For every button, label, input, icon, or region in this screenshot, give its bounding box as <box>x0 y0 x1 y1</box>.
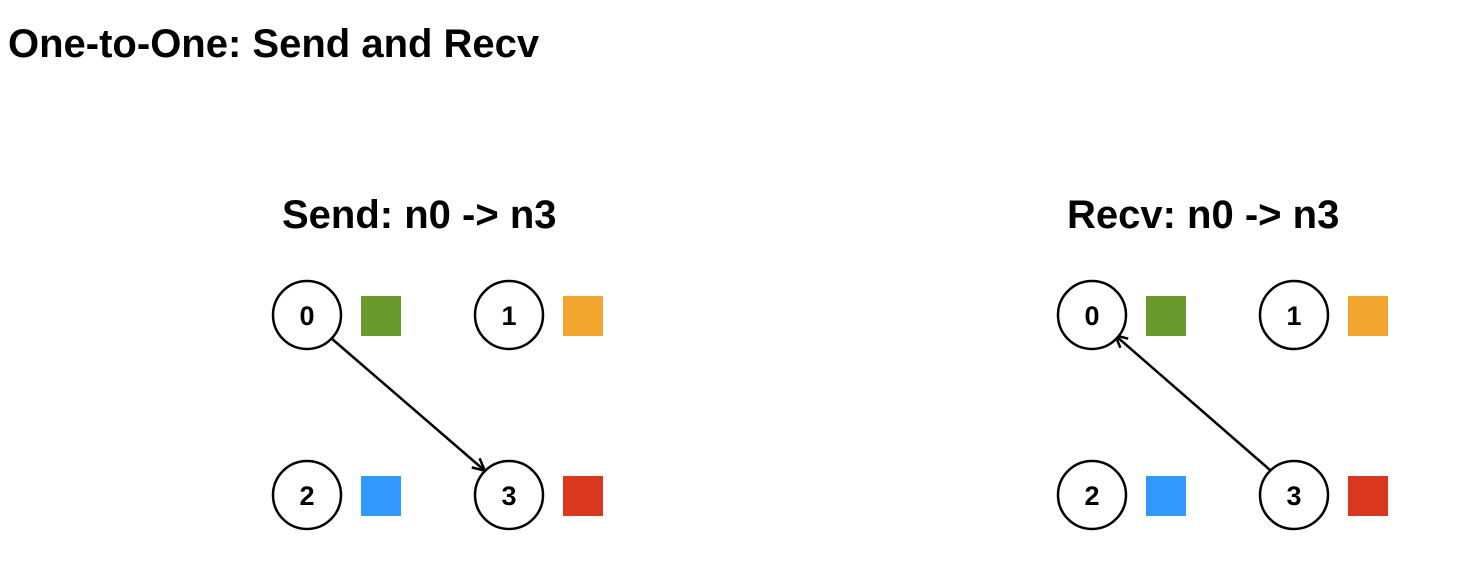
recv-node-3: 3 <box>1258 459 1330 531</box>
page-title: One-to-One: Send and Recv <box>8 22 540 66</box>
recv-node-2-data-block <box>1146 476 1186 516</box>
node-circle <box>271 459 343 531</box>
recv-node-2: 2 <box>1056 459 1128 531</box>
recv-node-0: 0 <box>1056 279 1128 351</box>
node-label: 2 <box>299 481 314 511</box>
node-label: 3 <box>1286 481 1301 511</box>
send-node-1-data-block <box>563 296 603 336</box>
send-node-2-data-block <box>361 476 401 516</box>
node-circle <box>473 279 545 351</box>
node-circle <box>1056 279 1128 351</box>
node-circle <box>271 279 343 351</box>
node-circle <box>1056 459 1128 531</box>
send-node-1: 1 <box>473 279 545 351</box>
node-circle <box>473 459 545 531</box>
recv-node-1: 1 <box>1258 279 1330 351</box>
recv-node-0-data-block <box>1146 296 1186 336</box>
send-edge-arrow <box>330 337 484 470</box>
send-diagram: 0 1 2 3 <box>271 279 603 531</box>
recv-node-3-data-block <box>1348 476 1388 516</box>
node-label: 3 <box>501 481 516 511</box>
send-node-0: 0 <box>271 279 343 351</box>
recv-edge-arrow <box>1116 336 1271 471</box>
recv-node-1-data-block <box>1348 296 1388 336</box>
recv-diagram-title: Recv: n0 -> n3 <box>1067 193 1340 237</box>
node-label: 0 <box>299 301 314 331</box>
send-node-3: 3 <box>473 459 545 531</box>
node-circle <box>1258 459 1330 531</box>
node-circle <box>1258 279 1330 351</box>
node-label: 1 <box>501 301 516 331</box>
send-diagram-title: Send: n0 -> n3 <box>282 193 557 237</box>
node-label: 0 <box>1084 301 1099 331</box>
recv-diagram: 0 1 2 3 <box>1056 279 1388 531</box>
send-node-0-data-block <box>361 296 401 336</box>
node-label: 1 <box>1286 301 1301 331</box>
node-label: 2 <box>1084 481 1099 511</box>
send-node-2: 2 <box>271 459 343 531</box>
send-node-3-data-block <box>563 476 603 516</box>
